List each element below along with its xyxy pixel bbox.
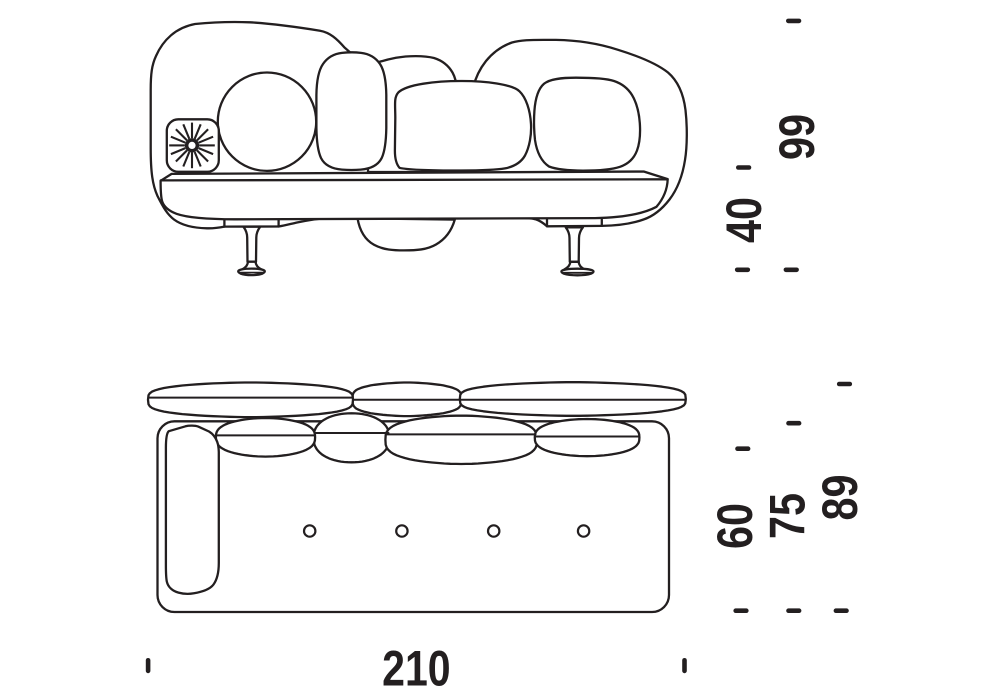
svg-text:75: 75 xyxy=(760,493,816,539)
svg-text:89: 89 xyxy=(812,475,868,521)
svg-text:60: 60 xyxy=(707,503,763,549)
svg-text:40: 40 xyxy=(716,197,772,243)
svg-text:99: 99 xyxy=(769,114,825,160)
svg-text:210: 210 xyxy=(382,641,451,697)
